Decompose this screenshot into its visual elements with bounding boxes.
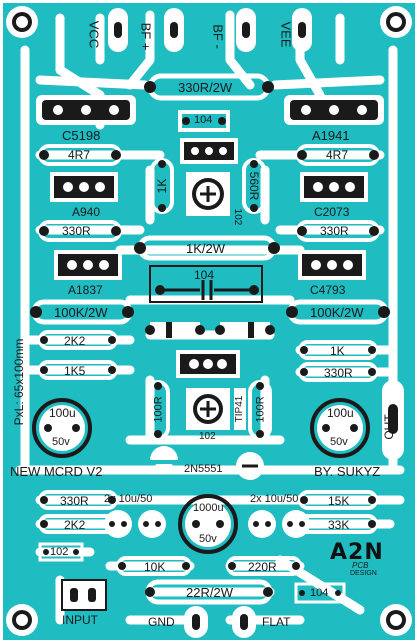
label-1k-right: 1K — [330, 344, 345, 358]
label-c4793: C4793 — [310, 283, 346, 297]
label-1k-2w: 1K/2W — [186, 241, 226, 256]
label-2k2-left: 2K2 — [64, 334, 86, 348]
label-50v-right: 50v — [330, 436, 348, 448]
label-vee: VEE — [278, 21, 294, 48]
logo-sub-design: DESIGN — [350, 570, 377, 577]
label-vcc: VCC — [86, 20, 102, 49]
label-1000u: 1000u — [193, 502, 224, 514]
label-c2073: C2073 — [314, 205, 350, 219]
label-102-mid: 102 — [199, 431, 216, 442]
label-1k-vert: 1K — [155, 178, 169, 194]
label-104-mid: 104 — [194, 268, 215, 282]
board-title: NEW MCRD V2 — [10, 464, 103, 479]
label-10k: 10K — [144, 560, 166, 574]
label-330r-left: 330R — [62, 224, 91, 238]
label-a1941: A1941 — [312, 128, 350, 143]
label-2k2-bottom: 2K2 — [64, 518, 86, 532]
label-out: OUT — [382, 414, 396, 440]
label-22r-2w: 22R/2W — [186, 585, 233, 600]
label-100u-right: 100u — [327, 406, 354, 420]
label-c5198: C5198 — [62, 128, 101, 143]
label-33k: 33K — [328, 518, 350, 532]
label-100r-left: 100R — [152, 396, 165, 423]
label-2x10u-left: 2x 10u/50 — [104, 493, 153, 505]
label-4r7-left: 4R7 — [68, 148, 91, 162]
label-100k-2w-right: 100K/2W — [310, 305, 364, 320]
label-a1837: A1837 — [68, 283, 103, 297]
label-330r-right: 330R — [320, 224, 349, 238]
label-104-bottom: 104 — [310, 587, 329, 599]
label-560r-vert: 560R — [247, 171, 261, 201]
label-input: INPUT — [62, 613, 98, 627]
label-100r-right: 100R — [254, 396, 267, 423]
label-1k5: 1K5 — [64, 364, 86, 378]
logo-main: A2N — [330, 540, 384, 565]
label-2x10u-right: 2x 10u/50 — [250, 493, 299, 505]
label-4r7-right: 4R7 — [326, 148, 349, 162]
label-50v-center: 50v — [199, 533, 217, 545]
label-tip41: TIP41 — [234, 395, 245, 423]
label-100k-2w-left: 100K/2W — [54, 305, 108, 320]
label-102-bottom: 102 — [50, 546, 69, 558]
label-330r-2w: 330R/2W — [178, 80, 233, 95]
label-bf-plus: BF + — [138, 22, 154, 51]
label-102-top: 102 — [232, 208, 243, 226]
label-gnd: GND — [148, 615, 175, 629]
label-330r-bottom: 330R — [60, 494, 89, 508]
label-220r: 220R — [248, 560, 277, 574]
label-flat: FLAT — [262, 615, 291, 629]
label-2n5551: 2N5551 — [184, 463, 223, 475]
label-104-top: 104 — [194, 114, 213, 126]
label-330r-right2: 330R — [324, 366, 353, 380]
label-a940: A940 — [72, 205, 101, 219]
board-author: BY. SUKYZ — [314, 464, 381, 479]
label-100u-left: 100u — [49, 406, 76, 420]
logo-sub-pcb: PCB — [352, 561, 369, 570]
label-50v-left: 50v — [52, 436, 70, 448]
label-bf-minus: BF - — [210, 24, 226, 49]
label-15k: 15K — [328, 494, 350, 508]
label-size-note: PxL: 65x100mm — [12, 338, 26, 426]
